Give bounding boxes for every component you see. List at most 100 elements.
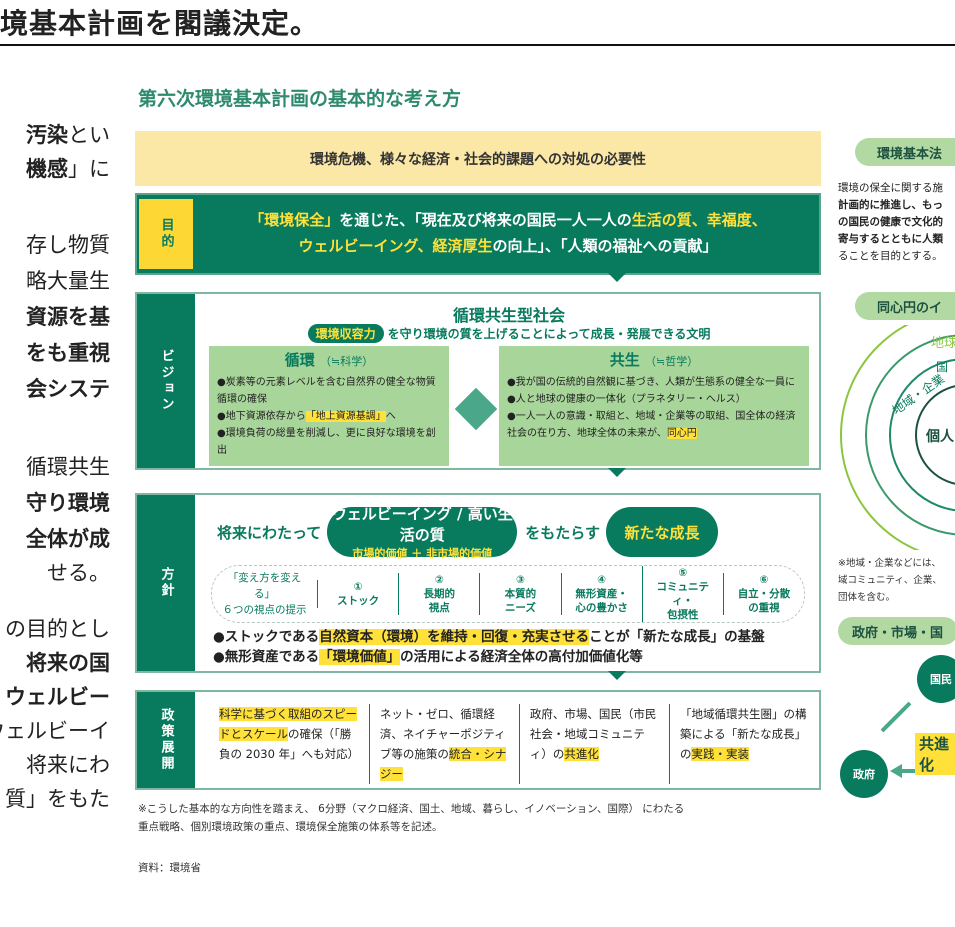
body-line: 資源を基	[26, 300, 110, 334]
text-segment: 将来にわ	[26, 753, 110, 777]
person-circle	[915, 385, 955, 485]
viewpoint-number: ①	[353, 581, 363, 593]
text-segment: 全体が成	[26, 527, 110, 551]
body-line: 機感」に	[26, 152, 110, 186]
purpose-section: 目的 「環境保全」を通じた、「現在及び将来の国民一人一人の生活の質、幸福度、 ウ…	[135, 193, 821, 282]
note-line: ※こうした基本的な方向性を踏まえ、 6分野（マクロ経済、国土、地域、暮らし、イノ…	[138, 803, 685, 815]
body-line: せる。	[47, 556, 110, 590]
text-segment: ●ストックである	[213, 629, 320, 645]
region-circle	[889, 358, 955, 512]
node-people: 国民	[917, 655, 955, 703]
viewpoint-number: ⑥	[759, 574, 769, 586]
double-arrow-icon	[454, 387, 498, 431]
text-segment: せる。	[47, 561, 110, 585]
wellbeing-pill: ウェルビーイング / 高い生活の質 市場的価値 ＋ 非市場的価値	[327, 505, 518, 560]
symbiosis-box: 共生 （≒哲学） ●我が国の伝統的自然観に基づき、人類が生態系の健全な一員に ●…	[499, 346, 809, 466]
deployment-item: ネット・ゼロ、循環経済、ネイチャーポジティブ等の施策の統合・シナジー	[368, 704, 519, 784]
capacity-pill: 環境収容力	[307, 324, 384, 343]
text-segment: ●一人一人の意識・取組と、地域・企業等の取組、国全体の経済社会の在り方、地球全体…	[507, 411, 796, 439]
deployment-item: 「地域循環共生圏」の構築による「新たな成長」の実践・実装	[668, 704, 819, 784]
text-segment: の向上」、「人類の福祉への貢献」	[492, 237, 718, 255]
text-segment: へ	[385, 411, 396, 422]
body-line: をも重視	[26, 336, 110, 370]
text-segment: 生活の質、幸福度、	[631, 211, 767, 229]
bullet: ●ストックである自然資本（環境）を維持・回復・充実させることが「新たな成長」の基…	[213, 627, 765, 647]
earth-circle	[840, 325, 920, 550]
viewpoints-title: 「変え方を変える」 ６つの視点の提示	[222, 572, 307, 616]
bullet: ●我が国の伝統的自然観に基づき、人類が生態系の健全な一員に	[507, 374, 801, 391]
concentric-title: 同心円のイ	[855, 292, 955, 320]
concentric-note: ※地域・企業などには、 域コミュニティ、企業、 団体を含む。	[838, 555, 942, 606]
text-segment: ●地下資源依存から	[217, 411, 306, 422]
bullet: ●人と地球の健康の一体化（プラネタリー・ヘルス）	[507, 391, 801, 408]
text-segment: ウェルビーイング、経済厚生	[298, 237, 493, 255]
text-segment: 同心円	[666, 428, 697, 439]
viewpoint-label: コミュニティ・ 包摂性	[656, 581, 710, 621]
text-segment: ●炭素等の元素レベルを含む自然界の健全な物質循環の確保	[217, 377, 436, 405]
body-line: の目的とし	[5, 612, 110, 646]
subtitle-text: を守り環境の質を上げることによって成長・発展できる文明	[387, 327, 711, 341]
text-segment: 守り環境	[26, 491, 110, 515]
value-text: 市場的価値 ＋ 非市場的価値	[352, 547, 493, 560]
down-arrow-icon	[608, 671, 626, 680]
text-segment: を通じた、「現在及び将来の国民一人一人の	[339, 211, 632, 229]
viewpoint-label: 無形資産・ 心の豊かさ	[575, 588, 628, 614]
text-segment: ●無形資産である	[213, 649, 320, 665]
body-line: 存し物質	[26, 228, 110, 262]
text-segment: ●我が国の伝統的自然観に基づき、人類が生態系の健全な一員に	[507, 377, 796, 388]
node-government: 政府	[840, 750, 888, 798]
figure-title: 第六次環境基本計画の基本的な考え方	[138, 88, 462, 110]
body-line: 全体が成	[26, 522, 110, 556]
viewpoint-item: ① ストック	[317, 580, 398, 608]
circulation-title: 循環	[284, 351, 315, 369]
text-segment: 機感	[26, 157, 68, 181]
text-line: の国民の健康で文化的	[838, 216, 943, 228]
text-segment: 循環共生	[26, 455, 110, 479]
viewpoint-label: ストック	[337, 595, 380, 607]
body-line: 守り環境	[26, 486, 110, 520]
text-segment: 会システ	[26, 377, 110, 401]
text-segment: ●人と地球の健康の一体化（プラネタリー・ヘルス）	[507, 394, 746, 405]
new-growth-pill: 新たな成長	[605, 507, 718, 557]
body-line: 将来にわ	[26, 748, 110, 782]
text-segment: ウェルビーイ	[0, 719, 110, 743]
body-line: ウェルビーイ	[0, 714, 110, 748]
concentric-circles-diagram: 地球 国 地域・企業 個人	[840, 325, 955, 550]
law-text: 環境の保全に関する施 計画的に推進し、もっ の国民の健康で文化的 寄与するととも…	[838, 180, 943, 265]
page-heading: 境基本計画を閣議決定。	[0, 7, 320, 40]
viewpoint-number: ③	[515, 574, 525, 586]
symbiosis-title: 共生	[609, 351, 640, 369]
text-segment: の活用による経済全体の高付加価値化等	[400, 649, 643, 665]
purpose-label: 目的	[139, 199, 193, 269]
text-segment: 存し物質	[26, 233, 110, 257]
wellbeing-text: ウェルビーイング / 高い生活の質	[331, 505, 513, 544]
coevolution-label: 共進化	[915, 733, 955, 775]
person-label: 個人	[925, 428, 955, 445]
bullet: ●環境負荷の総量を削減し、更に良好な環境を創出	[217, 425, 441, 459]
bullet: ●炭素等の元素レベルを含む自然界の健全な物質循環の確保	[217, 374, 441, 408]
vision-subtitle: 環境収容力を守り環境の質を上げることによって成長・発展できる文明	[199, 324, 819, 343]
deployment-label: 政策展開	[137, 692, 195, 788]
body-line: 循環共生	[26, 450, 110, 484]
nation-circle	[865, 334, 955, 536]
body-line: 質」をもた	[5, 782, 110, 816]
text-segment: 「地上資源基調」	[305, 411, 386, 422]
purpose-line: 「環境保全」を通じた、「現在及び将来の国民一人一人の生活の質、幸福度、	[197, 207, 819, 233]
text-line: 環境の保全に関する施	[838, 182, 943, 194]
text-segment: 汚染	[26, 123, 68, 147]
text-segment: ことが「新たな成長」の基盤	[589, 629, 765, 645]
text-segment: 政府、市場、国民（市民社会・地域コミュニティ）の	[529, 707, 657, 761]
policy-mid: をもたらす	[525, 523, 600, 542]
nation-label: 国	[936, 360, 948, 374]
text-segment: 将来の国	[26, 651, 110, 675]
earth-label: 地球	[931, 336, 955, 351]
text-segment: 共進化	[564, 747, 599, 761]
bullet: ●無形資産である「環境価値」の活用による経済全体の高付加価値化等	[213, 647, 765, 667]
text-segment: 質」をもた	[5, 787, 110, 811]
down-arrow-icon	[608, 468, 626, 477]
